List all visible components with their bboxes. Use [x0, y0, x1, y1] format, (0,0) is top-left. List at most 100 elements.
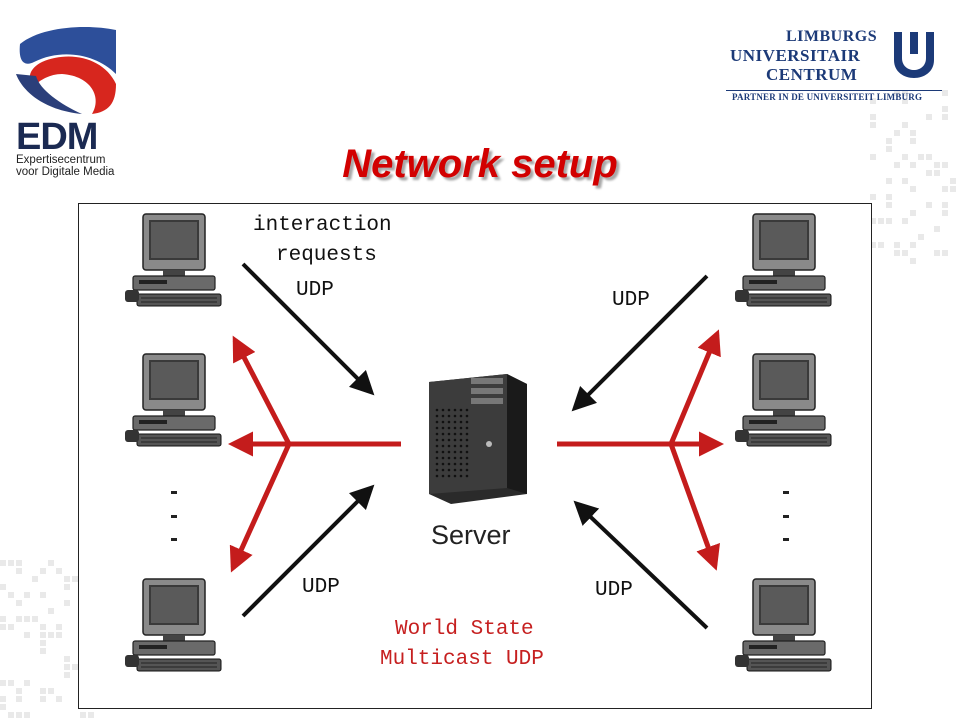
- server-vent-dot: [453, 462, 457, 466]
- server-vent-dot: [459, 444, 463, 448]
- background-tile: [886, 138, 892, 144]
- background-tile: [926, 170, 932, 176]
- background-tile: [72, 576, 78, 582]
- background-tile: [40, 640, 46, 646]
- server-vent-dot: [465, 456, 469, 460]
- background-tile: [8, 592, 14, 598]
- server-vent-dot: [465, 444, 469, 448]
- edm-subtitle-line2: voor Digitale Media: [16, 166, 115, 178]
- server-vent-dot: [447, 468, 451, 472]
- background-tile: [72, 664, 78, 670]
- background-tile: [894, 90, 900, 96]
- server-vent-dot: [447, 450, 451, 454]
- server-vent-dot: [435, 450, 439, 454]
- background-tile: [942, 186, 948, 192]
- background-tile: [88, 712, 94, 718]
- background-tile: [8, 560, 14, 566]
- luc-logo-tagline: PARTNER IN DE UNIVERSITEIT LIMBURG: [732, 92, 923, 102]
- network-diagram: [124, 213, 832, 672]
- background-tile: [56, 568, 62, 574]
- server-vent-dot: [453, 420, 457, 424]
- background-tile: [40, 632, 46, 638]
- server-tower-icon: [429, 374, 527, 504]
- ellipsis-left: [171, 491, 177, 541]
- background-tile: [886, 178, 892, 184]
- background-tile: [886, 194, 892, 200]
- background-tile: [902, 218, 908, 224]
- background-tile: [16, 560, 22, 566]
- background-tile: [40, 648, 46, 654]
- client-computer-icon: [734, 578, 832, 672]
- background-tile: [0, 616, 6, 622]
- background-tile: [918, 154, 924, 160]
- background-tile: [24, 680, 30, 686]
- udp-arrow: [573, 500, 709, 630]
- background-tile: [0, 560, 6, 566]
- background-tile: [16, 688, 22, 694]
- background-tile: [894, 250, 900, 256]
- client-computer-icon: [734, 213, 832, 307]
- background-tile: [56, 624, 62, 630]
- background-tile: [80, 712, 86, 718]
- background-tile: [942, 250, 948, 256]
- background-tile: [40, 624, 46, 630]
- server-vent-dot: [435, 456, 439, 460]
- multicast-arrows-left: [228, 335, 401, 573]
- server-vent-dot: [441, 468, 445, 472]
- background-tile: [942, 90, 948, 96]
- background-tile: [886, 202, 892, 208]
- server-vent-dot: [447, 474, 451, 478]
- server-vent-dot: [465, 474, 469, 478]
- client-computer-icon: [124, 213, 222, 307]
- luc-logo-line1: LIMBURGS: [786, 28, 878, 45]
- background-tile: [870, 154, 876, 160]
- background-tile: [910, 258, 916, 264]
- background-tile: [24, 616, 30, 622]
- server-vent-dot: [441, 408, 445, 412]
- background-tile: [0, 696, 6, 702]
- server-vent-dot: [465, 432, 469, 436]
- background-tile: [926, 154, 932, 160]
- server-vent-dot: [435, 438, 439, 442]
- udp-arrow: [241, 484, 375, 618]
- background-tile: [902, 98, 908, 104]
- background-tile: [942, 106, 948, 112]
- background-tile: [926, 114, 932, 120]
- background-tile: [910, 162, 916, 168]
- edm-logo-text: EDM: [16, 116, 98, 158]
- background-tile: [942, 202, 948, 208]
- server-vent-dot: [447, 456, 451, 460]
- server-vent-dot: [459, 432, 463, 436]
- background-tile: [48, 560, 54, 566]
- background-tile: [878, 218, 884, 224]
- udp-arrow: [571, 274, 709, 412]
- server-vent-dot: [447, 432, 451, 436]
- server-vent-dot: [459, 438, 463, 442]
- background-tile: [8, 680, 14, 686]
- background-tile: [934, 162, 940, 168]
- background-tile: [24, 632, 30, 638]
- server-vent-dot: [441, 432, 445, 436]
- server-vent-dot: [465, 468, 469, 472]
- background-tile: [0, 584, 6, 590]
- server-vent-dot: [435, 432, 439, 436]
- background-tile: [16, 616, 22, 622]
- background-tile: [0, 624, 6, 630]
- label-udp-top-right: UDP: [612, 289, 650, 312]
- server-vent-dot: [435, 444, 439, 448]
- label-interaction-line1: interaction: [253, 214, 392, 237]
- background-tile: [16, 696, 22, 702]
- server-vent-dot: [435, 408, 439, 412]
- background-tile: [64, 664, 70, 670]
- server-vent-dot: [441, 414, 445, 418]
- background-tile: [56, 696, 62, 702]
- server-vent-dot: [441, 474, 445, 478]
- background-tile: [926, 202, 932, 208]
- background-tile: [870, 122, 876, 128]
- server-vent-dot: [441, 438, 445, 442]
- background-tile: [902, 250, 908, 256]
- luc-logo: LIMBURGS UNIVERSITAIR CENTRUM PARTNER IN…: [726, 28, 942, 108]
- server-vent-dot: [453, 438, 457, 442]
- server-vent-dot: [453, 474, 457, 478]
- background-tile: [894, 162, 900, 168]
